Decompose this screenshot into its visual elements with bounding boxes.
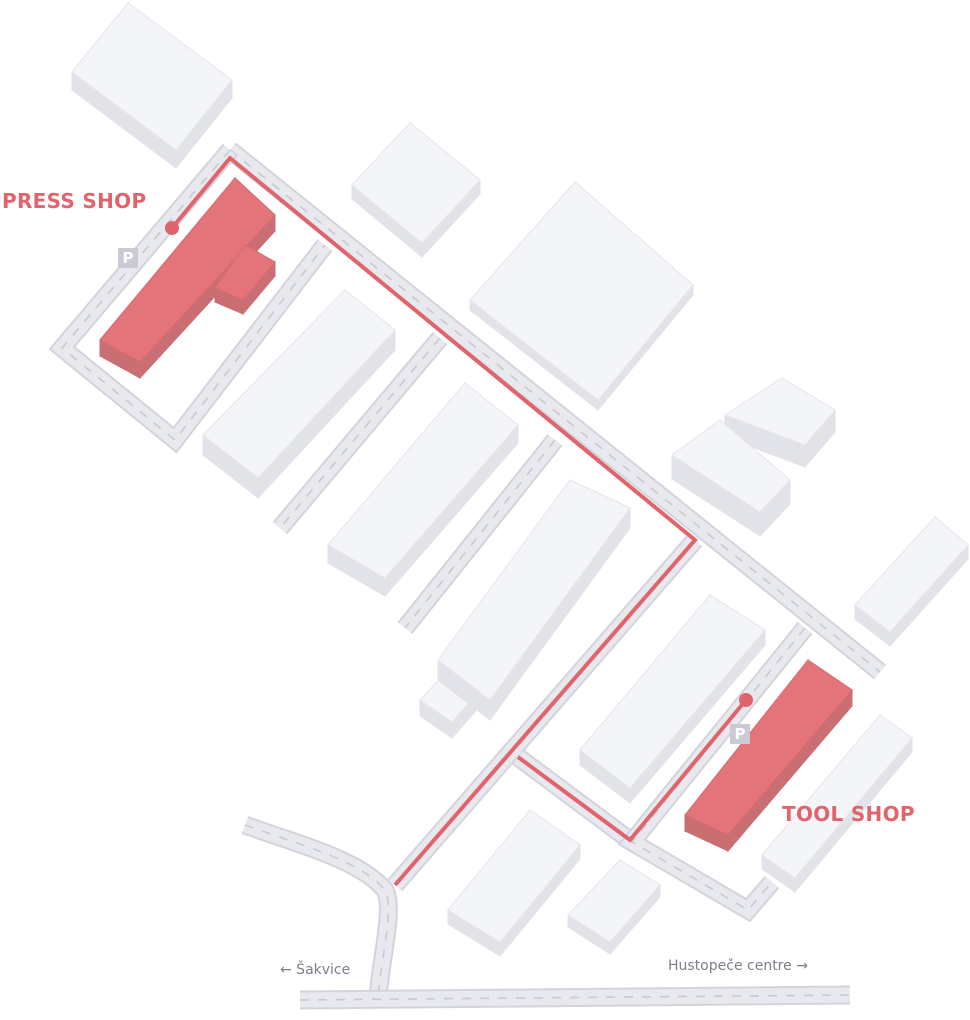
tool-shop-entrance-dot — [739, 693, 753, 707]
building — [671, 418, 791, 538]
road-dashes — [229, 149, 881, 673]
tool-shop-building — [684, 658, 853, 853]
building-roof — [202, 289, 396, 479]
markers — [165, 221, 753, 707]
road-dashes — [299, 994, 851, 1001]
building-roof — [671, 419, 791, 513]
building-roof — [71, 2, 233, 151]
building-roof — [214, 244, 276, 301]
building-roof — [567, 859, 661, 943]
building — [723, 377, 836, 469]
route-line — [516, 698, 748, 843]
road-dashes — [244, 824, 390, 1001]
road-dashes — [279, 337, 441, 529]
building-roof — [761, 714, 913, 879]
building — [202, 288, 396, 500]
building — [469, 180, 694, 412]
press-shop-annex — [214, 243, 276, 316]
building — [761, 713, 913, 894]
route-path — [170, 155, 748, 887]
buildings — [71, 1, 969, 958]
route-line — [170, 155, 698, 887]
building-roof — [447, 809, 581, 943]
building — [327, 381, 519, 598]
building — [567, 858, 661, 956]
parking-sign-tool-shop: P — [730, 724, 750, 744]
press-shop-entrance-dot — [165, 221, 179, 235]
building-roof — [327, 382, 519, 579]
building-roof — [99, 177, 276, 363]
press-shop-label: PRESS SHOP — [2, 189, 147, 213]
building-roof — [854, 516, 969, 633]
building-roof — [469, 181, 694, 401]
building — [579, 593, 766, 805]
building — [437, 478, 631, 722]
building-roof — [351, 122, 481, 244]
destination-sakvice: ← Šakvice — [280, 962, 351, 978]
road-dashes — [60, 149, 326, 442]
road-dashes — [630, 627, 806, 912]
building — [854, 515, 969, 648]
building — [447, 808, 581, 958]
building-roof — [723, 377, 836, 446]
destination-hustopece-centre: Hustopeče centre → — [668, 958, 808, 974]
building — [351, 121, 481, 259]
road-dashes — [404, 439, 556, 629]
building-roof — [579, 594, 766, 789]
building — [71, 1, 233, 170]
parking-sign-press-shop: P — [118, 248, 138, 268]
building-roof — [437, 479, 631, 701]
building-roof — [684, 659, 853, 836]
tool-shop-label: TOOL SHOP — [782, 802, 915, 826]
